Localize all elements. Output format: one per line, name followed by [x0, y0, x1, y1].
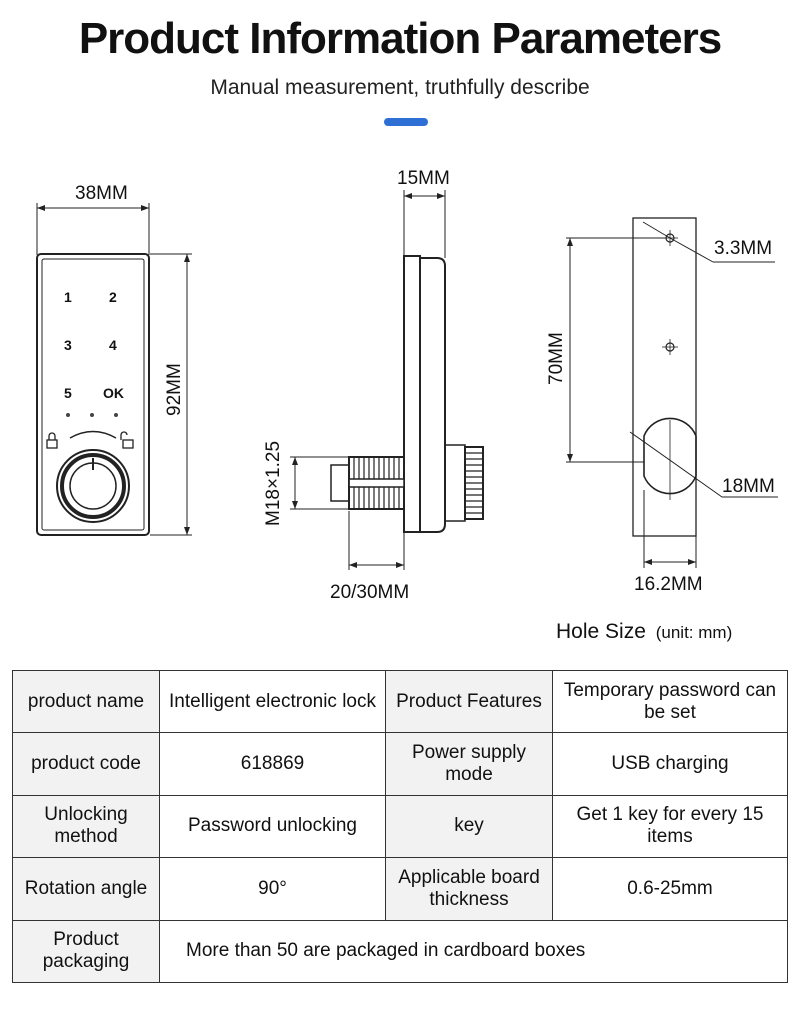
- spec-value: 90°: [159, 857, 386, 921]
- key-label: 3: [64, 337, 72, 353]
- front-height-label: 92MM: [164, 363, 185, 416]
- flat-width-label: 16.2MM: [634, 574, 703, 595]
- table-row: Unlocking method Password unlocking key …: [12, 794, 788, 859]
- spec-value: Password unlocking: [159, 794, 386, 859]
- spec-label: Rotation angle: [12, 857, 160, 921]
- thread-label: M18×1.25: [263, 441, 284, 526]
- spec-label: Applicable board thickness: [385, 857, 553, 921]
- hole-spacing-label: 70MM: [546, 332, 567, 385]
- spec-value: Temporary password can be set: [552, 669, 788, 734]
- spec-value: More than 50 are packaged in cardboard b…: [159, 919, 788, 984]
- key-label: 5: [64, 385, 72, 401]
- table-row: product name Intelligent electronic lock…: [12, 669, 788, 734]
- page-subtitle: Manual measurement, truthfully describe: [210, 76, 590, 99]
- key-label: 1: [64, 289, 72, 305]
- screw-hole-label: 3.3MM: [714, 238, 772, 259]
- accent-divider: [384, 118, 428, 126]
- spec-value: Get 1 key for every 15 items: [552, 794, 788, 859]
- spec-label: Unlocking method: [12, 794, 160, 859]
- spec-value: Intelligent electronic lock: [159, 669, 386, 734]
- front-view: [36, 203, 192, 536]
- spec-label: product code: [12, 732, 160, 796]
- table-row: Product packaging More than 50 are packa…: [12, 919, 788, 984]
- dimension-drawing: 1 2 3 4 5 OK 38MM 92MM: [36, 168, 778, 603]
- front-width-label: 38MM: [75, 183, 128, 204]
- hole-size-unit: (unit: mm): [655, 623, 733, 642]
- spec-table: product name Intelligent electronic lock…: [12, 669, 788, 984]
- spec-label: key: [385, 794, 553, 859]
- table-row: Rotation angle 90° Applicable board thic…: [12, 857, 788, 921]
- front-view-keys: 1 2 3 4 5 OK: [64, 289, 124, 401]
- hole-view: [566, 217, 778, 568]
- key-label: OK: [103, 385, 124, 401]
- main-hole-label: 18MM: [722, 476, 775, 497]
- page-title: Product Information Parameters: [78, 14, 722, 63]
- spec-value: 618869: [159, 732, 386, 796]
- side-view: [290, 190, 484, 570]
- spec-value: 0.6-25mm: [552, 857, 788, 921]
- cam-length-label: 20/30MM: [330, 582, 409, 603]
- hole-size-caption: Hole Size (unit: mm): [556, 620, 732, 644]
- spec-value: USB charging: [552, 732, 788, 796]
- key-label: 2: [109, 289, 117, 305]
- table-row: product code 618869 Power supply mode US…: [12, 732, 788, 796]
- spec-label: Product Features: [385, 669, 553, 734]
- spec-label: product name: [12, 669, 160, 734]
- hole-size-title: Hole Size: [556, 620, 646, 643]
- spec-label: Power supply mode: [385, 732, 553, 796]
- key-label: 4: [109, 337, 117, 353]
- side-thickness-label: 15MM: [397, 168, 450, 189]
- spec-label: Product packaging: [12, 919, 160, 984]
